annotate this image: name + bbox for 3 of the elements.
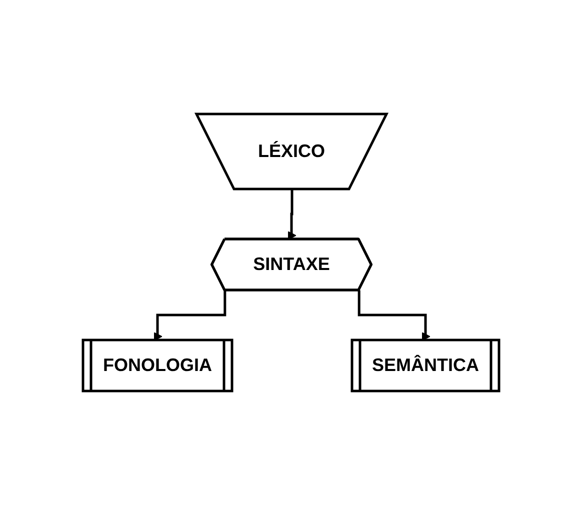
arrow bbox=[357, 290, 430, 341]
arrow bbox=[287, 190, 296, 240]
arrow bbox=[153, 290, 226, 341]
